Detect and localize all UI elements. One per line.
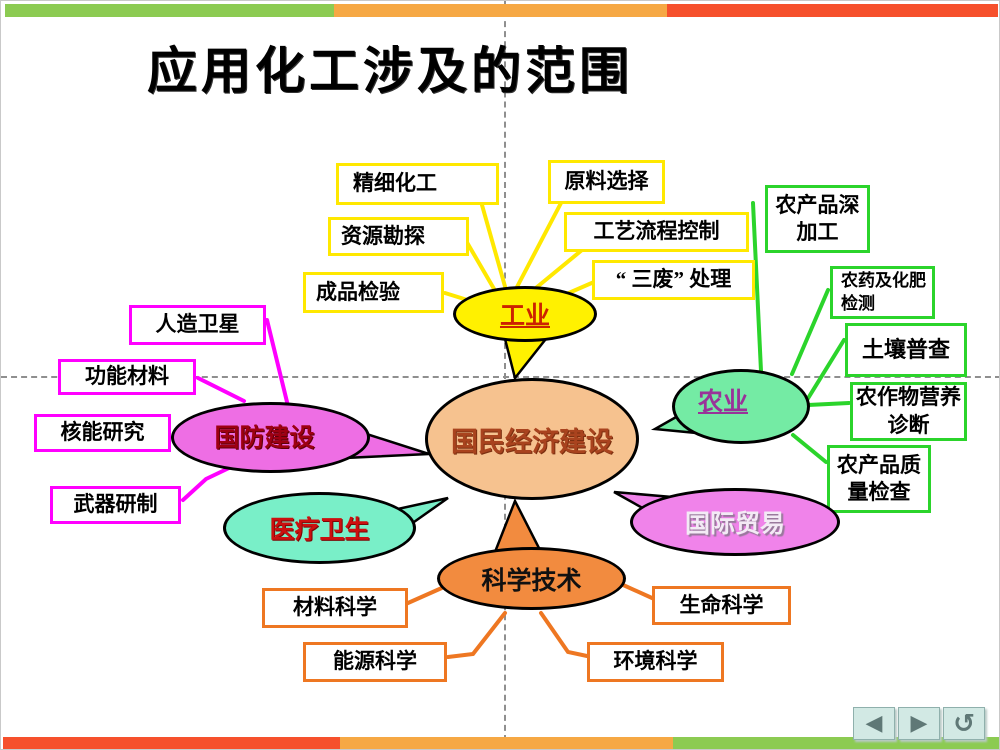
box-functional-materials: 功能材料 — [58, 359, 196, 395]
box-pesticide-fertilizer-testing: 农药及化肥检测 — [830, 266, 935, 319]
box-weapon-development: 武器研制 — [50, 486, 181, 524]
science-connector-lines — [406, 582, 654, 659]
box-agri-deep-processing: 农产品深加工 — [765, 185, 870, 253]
box-environmental-science: 环境科学 — [587, 642, 724, 682]
node-trade-label: 国际贸易 — [684, 511, 785, 538]
top-bar-orange — [334, 4, 667, 17]
node-industry-label: 工业 — [499, 303, 550, 330]
return-button[interactable]: ↺ — [943, 707, 985, 740]
box-process-control: 工艺流程控制 — [564, 212, 749, 252]
vertical-guide-line — [504, 1, 506, 749]
box-resource-exploration: 资源勘探 — [328, 217, 469, 256]
node-science-label: 科学技术 — [481, 567, 582, 595]
prev-arrow-icon: ◀ — [865, 711, 883, 736]
node-trade: 国际贸易 — [630, 488, 840, 556]
box-three-wastes-treatment: “ 三废” 处理 — [592, 260, 755, 300]
box-materials-science: 材料科学 — [262, 588, 408, 628]
next-slide-button[interactable]: ▶ — [898, 707, 940, 740]
node-defense: 国防建设 — [171, 402, 370, 473]
node-defense-label: 国防建设 — [214, 424, 315, 452]
node-national-economy: 国民经济建设 — [425, 378, 639, 500]
box-product-inspection: 成品检验 — [303, 272, 444, 313]
node-medical: 医疗卫生 — [223, 492, 416, 564]
box-energy-science: 能源科学 — [303, 642, 447, 682]
return-arrow-icon: ↺ — [953, 708, 975, 739]
horizontal-guide-line — [1, 376, 999, 378]
slide-title: 应用化工涉及的范围 — [147, 43, 633, 99]
prev-slide-button[interactable]: ◀ — [853, 707, 895, 740]
box-agri-quality-inspection: 农产品质量检查 — [827, 445, 931, 513]
box-fine-chemicals: 精细化工 — [336, 163, 499, 205]
box-raw-material-selection: 原料选择 — [548, 160, 665, 204]
top-bar-red — [667, 4, 998, 17]
box-nuclear-energy-research: 核能研究 — [34, 414, 171, 452]
box-life-science: 生命科学 — [652, 586, 791, 625]
node-agriculture-label: 农业 — [697, 388, 748, 416]
defense-connector-lines — [181, 318, 290, 502]
next-arrow-icon: ▶ — [910, 711, 928, 736]
bottom-bar-red — [3, 737, 340, 749]
bottom-bar-orange — [340, 737, 673, 749]
agriculture-connector-lines — [751, 201, 851, 464]
node-science: 科学技术 — [437, 547, 626, 610]
box-soil-survey: 土壤普查 — [845, 323, 967, 377]
science-tail — [493, 497, 544, 554]
box-crop-nutrition-diagnosis: 农作物营养诊断 — [850, 382, 967, 441]
node-national-economy-label: 国民经济建设 — [451, 426, 613, 457]
box-artificial-satellite: 人造卫星 — [129, 305, 266, 345]
top-bar-green — [5, 4, 334, 17]
bottom-bar-green — [673, 737, 999, 749]
node-agriculture: 农业 — [672, 369, 810, 444]
node-medical-label: 医疗卫生 — [269, 517, 370, 544]
node-industry: 工业 — [453, 286, 597, 342]
